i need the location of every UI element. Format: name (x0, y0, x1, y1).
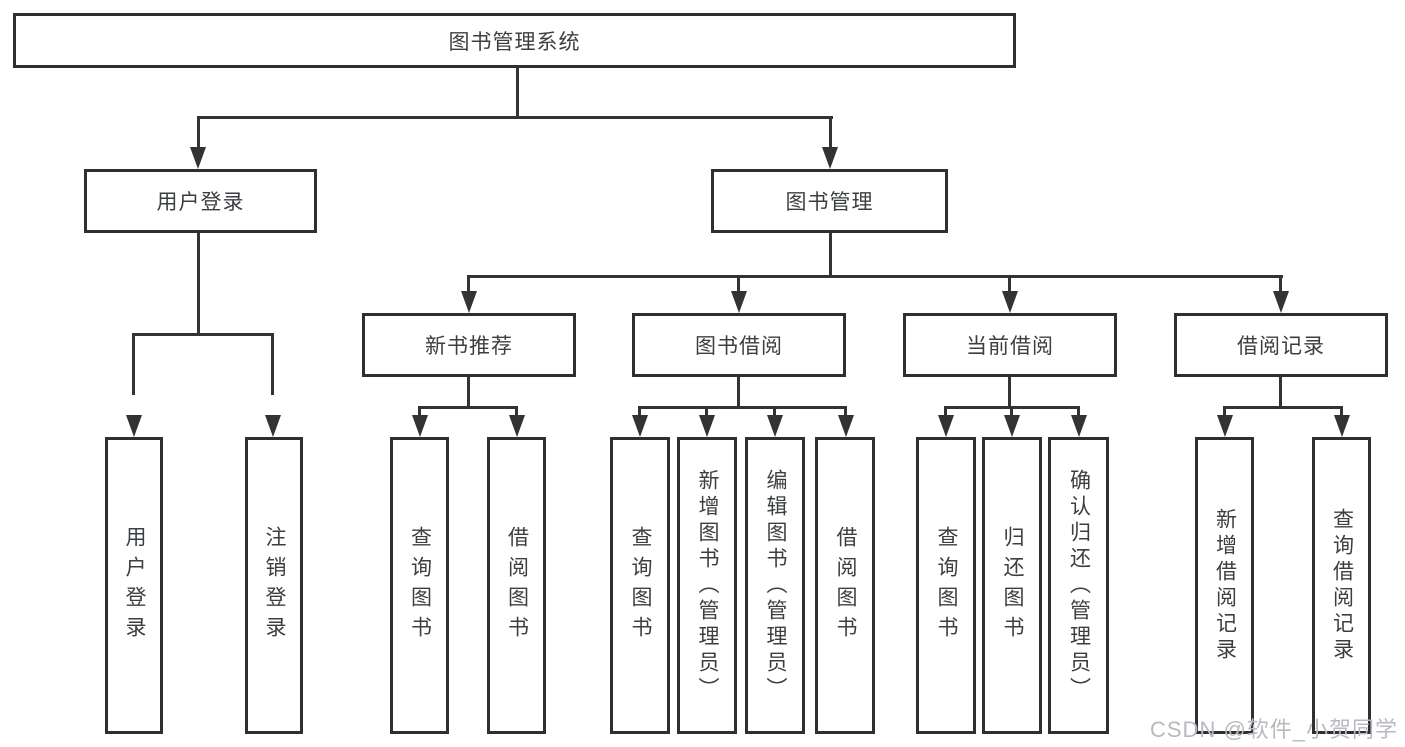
connector-drop-leaf (844, 406, 847, 417)
connector-drop-leaf (1077, 406, 1080, 417)
leaf-return-book: 归还图书 (982, 437, 1042, 734)
leaf-user-login: 用户登录 (105, 437, 163, 734)
node-new-book-recommend-label: 新书推荐 (425, 335, 513, 358)
connector-user-login-rail (132, 333, 274, 336)
connector-drop-book-management (829, 116, 832, 148)
connector-drop-leaf (132, 333, 135, 395)
connector-rail (1223, 406, 1343, 409)
arrow-down-icon (1273, 291, 1289, 313)
leaf-add-book-admin: 新增图书（管理员） (677, 437, 737, 734)
arrow-down-icon (838, 415, 854, 437)
leaf-user-login-label: 用户登录 (123, 525, 146, 646)
connector-root-stub (516, 68, 519, 118)
arrow-down-icon (1071, 415, 1087, 437)
arrow-down-icon (265, 415, 281, 437)
leaf-query-books-1-label: 查询图书 (408, 525, 432, 646)
leaf-query-books-2: 查询图书 (610, 437, 670, 734)
connector-drop-user-login (197, 116, 200, 148)
arrow-down-icon (822, 147, 838, 169)
connector-drop-leaf (638, 406, 641, 417)
node-root-label: 图书管理系统 (448, 30, 581, 54)
arrow-down-icon (1217, 415, 1233, 437)
node-book-borrow: 图书借阅 (632, 313, 846, 377)
leaf-logout: 注销登录 (245, 437, 303, 734)
arrow-down-icon (1334, 415, 1350, 437)
connector-stub (1279, 377, 1282, 408)
connector-drop-leaf (773, 406, 776, 417)
arrow-down-icon (731, 291, 747, 313)
leaf-add-book-admin-label: 新增图书（管理员） (696, 468, 719, 703)
leaf-return-book-label: 归还图书 (1001, 525, 1024, 646)
connector-drop-new-book (467, 275, 470, 293)
leaf-confirm-return-admin-label: 确认归还（管理员） (1067, 468, 1091, 703)
leaf-borrow-books-1-label: 借阅图书 (505, 525, 529, 646)
leaf-confirm-return-admin: 确认归还（管理员） (1048, 437, 1109, 734)
connector-drop-current-borrow (1008, 275, 1011, 293)
connector-rail (418, 406, 518, 409)
leaf-borrow-books-2: 借阅图书 (815, 437, 875, 734)
leaf-query-books-1: 查询图书 (390, 437, 449, 734)
arrow-down-icon (412, 415, 428, 437)
connector-stub (1008, 377, 1011, 408)
connector-stub (467, 377, 470, 408)
connector-drop-borrow-records (1279, 275, 1282, 293)
arrow-down-icon (1004, 415, 1020, 437)
connector-drop-leaf (1010, 406, 1013, 417)
node-borrow-records-label: 借阅记录 (1237, 335, 1325, 358)
node-book-borrow-label: 图书借阅 (695, 335, 783, 358)
connector-stub (737, 377, 740, 408)
connector-level2-rail (197, 116, 833, 119)
connector-drop-book-borrow (737, 275, 740, 293)
node-borrow-records: 借阅记录 (1174, 313, 1388, 377)
leaf-borrow-books-2-label: 借阅图书 (834, 525, 857, 646)
arrow-down-icon (190, 147, 206, 169)
connector-drop-leaf (1223, 406, 1226, 417)
arrow-down-icon (632, 415, 648, 437)
node-new-book-recommend: 新书推荐 (362, 313, 576, 377)
connector-user-login-stub (197, 233, 200, 335)
arrow-down-icon (126, 415, 142, 437)
leaf-edit-book-admin-label: 编辑图书（管理员） (764, 468, 787, 703)
leaf-query-books-3: 查询图书 (916, 437, 976, 734)
node-user-login: 用户登录 (84, 169, 317, 233)
connector-drop-leaf (1340, 406, 1343, 417)
leaf-logout-label: 注销登录 (263, 525, 286, 646)
connector-drop-leaf (418, 406, 421, 417)
connector-drop-leaf (271, 333, 274, 395)
leaf-query-books-2-label: 查询图书 (629, 525, 652, 646)
arrow-down-icon (938, 415, 954, 437)
node-root: 图书管理系统 (13, 13, 1016, 68)
arrow-down-icon (699, 415, 715, 437)
connector-level3-rail (467, 275, 1283, 278)
leaf-query-borrow-record-label: 查询借阅记录 (1330, 507, 1354, 664)
node-current-borrow: 当前借阅 (903, 313, 1117, 377)
node-current-borrow-label: 当前借阅 (966, 335, 1054, 358)
connector-drop-leaf (515, 406, 518, 417)
connector-book-management-stub (829, 233, 832, 277)
leaf-add-borrow-record-label: 新增借阅记录 (1213, 507, 1237, 664)
csdn-watermark: CSDN @软件_小贺同学 (1150, 717, 1399, 742)
leaf-query-books-3-label: 查询图书 (935, 525, 958, 646)
arrow-down-icon (461, 291, 477, 313)
leaf-borrow-books-1: 借阅图书 (487, 437, 546, 734)
leaf-query-borrow-record: 查询借阅记录 (1312, 437, 1371, 734)
arrow-down-icon (509, 415, 525, 437)
node-user-login-label: 用户登录 (156, 191, 245, 214)
node-book-management-label: 图书管理 (785, 191, 874, 214)
connector-drop-leaf (944, 406, 947, 417)
connector-rail (638, 406, 847, 409)
leaf-add-borrow-record: 新增借阅记录 (1195, 437, 1254, 734)
node-book-management: 图书管理 (711, 169, 948, 233)
arrow-down-icon (767, 415, 783, 437)
connector-drop-leaf (705, 406, 708, 417)
leaf-edit-book-admin: 编辑图书（管理员） (745, 437, 805, 734)
arrow-down-icon (1002, 291, 1018, 313)
